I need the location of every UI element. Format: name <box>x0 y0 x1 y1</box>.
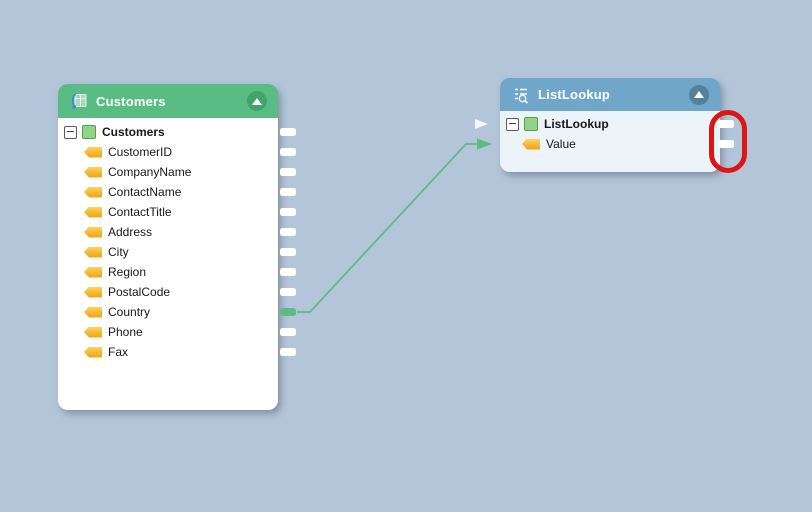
output-connector[interactable] <box>280 128 296 136</box>
tree-row-customers-root[interactable]: Customers <box>58 122 296 142</box>
node-label: Address <box>108 225 153 239</box>
tree-row-phone[interactable]: Phone <box>58 322 296 342</box>
collapse-toggle-icon[interactable] <box>506 117 519 131</box>
output-connector-connected[interactable] <box>280 308 296 316</box>
attribute-icon <box>84 326 102 338</box>
tree-row-fax[interactable]: Fax <box>58 342 296 362</box>
node-label: CustomerID <box>108 145 173 159</box>
tree-row-customerid[interactable]: CustomerID <box>58 142 296 162</box>
attribute-icon <box>84 186 102 198</box>
tree-row-country[interactable]: Country <box>58 302 296 322</box>
chevron-up-icon <box>694 91 704 98</box>
tree-row-contactname[interactable]: ContactName <box>58 182 296 202</box>
output-connector[interactable] <box>280 168 296 176</box>
collapse-button[interactable] <box>247 91 267 111</box>
attribute-icon <box>84 206 102 218</box>
connection-line[interactable] <box>297 143 477 313</box>
connection-arrowhead-icon <box>477 138 492 150</box>
element-icon <box>82 125 96 139</box>
component-title: Customers <box>96 93 166 109</box>
database-table-icon <box>71 93 87 109</box>
component-listlookup: ListLookup ListLookup Value <box>475 78 734 172</box>
attribute-icon <box>84 346 102 358</box>
node-label: Value <box>546 137 576 151</box>
output-connector[interactable] <box>280 348 296 356</box>
node-label: Fax <box>108 345 129 359</box>
tree-row-companyname[interactable]: CompanyName <box>58 162 296 182</box>
output-connector[interactable] <box>280 248 296 256</box>
tree-row-address[interactable]: Address <box>58 222 296 242</box>
output-connector[interactable] <box>280 268 296 276</box>
listlookup-header[interactable]: ListLookup <box>500 78 720 111</box>
collapse-toggle-icon[interactable] <box>64 125 77 139</box>
list-lookup-icon <box>515 88 529 104</box>
red-highlight-annotation <box>709 110 747 173</box>
output-connector[interactable] <box>280 208 296 216</box>
customers-body: Customers CustomerID CompanyName Contact… <box>58 118 296 410</box>
chevron-up-icon <box>252 97 262 105</box>
output-connector[interactable] <box>280 288 296 296</box>
tree-row-region[interactable]: Region <box>58 262 296 282</box>
element-icon <box>524 117 538 131</box>
component-customers: Customers Customers CustomerID CompanyNa… <box>58 84 296 410</box>
node-label: ContactTitle <box>108 205 172 219</box>
output-connector[interactable] <box>280 148 296 156</box>
tree-row-city[interactable]: City <box>58 242 296 262</box>
customers-header[interactable]: Customers <box>58 84 278 118</box>
attribute-icon <box>522 138 540 150</box>
node-label: Country <box>108 305 151 319</box>
attribute-icon <box>84 266 102 278</box>
node-label: PostalCode <box>108 285 171 299</box>
node-label: ContactName <box>108 185 182 199</box>
collapse-button[interactable] <box>689 84 709 105</box>
node-label: Phone <box>108 325 143 339</box>
listlookup-body: ListLookup Value <box>475 111 734 172</box>
output-connector[interactable] <box>280 188 296 196</box>
node-label: CompanyName <box>108 165 192 179</box>
tree-row-listlookup-root[interactable]: ListLookup <box>475 114 734 134</box>
tree-row-value[interactable]: Value <box>500 134 734 154</box>
node-label: ListLookup <box>544 117 609 131</box>
node-label: City <box>108 245 129 259</box>
attribute-icon <box>84 146 102 158</box>
tree-row-postalcode[interactable]: PostalCode <box>58 282 296 302</box>
output-connector[interactable] <box>718 140 734 148</box>
attribute-icon <box>84 306 102 318</box>
output-connector[interactable] <box>280 328 296 336</box>
attribute-icon <box>84 166 102 178</box>
node-label: Region <box>108 265 147 279</box>
component-title: ListLookup <box>538 87 611 102</box>
attribute-icon <box>84 246 102 258</box>
input-connector[interactable] <box>475 119 488 129</box>
tree-row-contacttitle[interactable]: ContactTitle <box>58 202 296 222</box>
output-connector[interactable] <box>280 228 296 236</box>
node-label: Customers <box>102 125 165 139</box>
attribute-icon <box>84 286 102 298</box>
attribute-icon <box>84 226 102 238</box>
